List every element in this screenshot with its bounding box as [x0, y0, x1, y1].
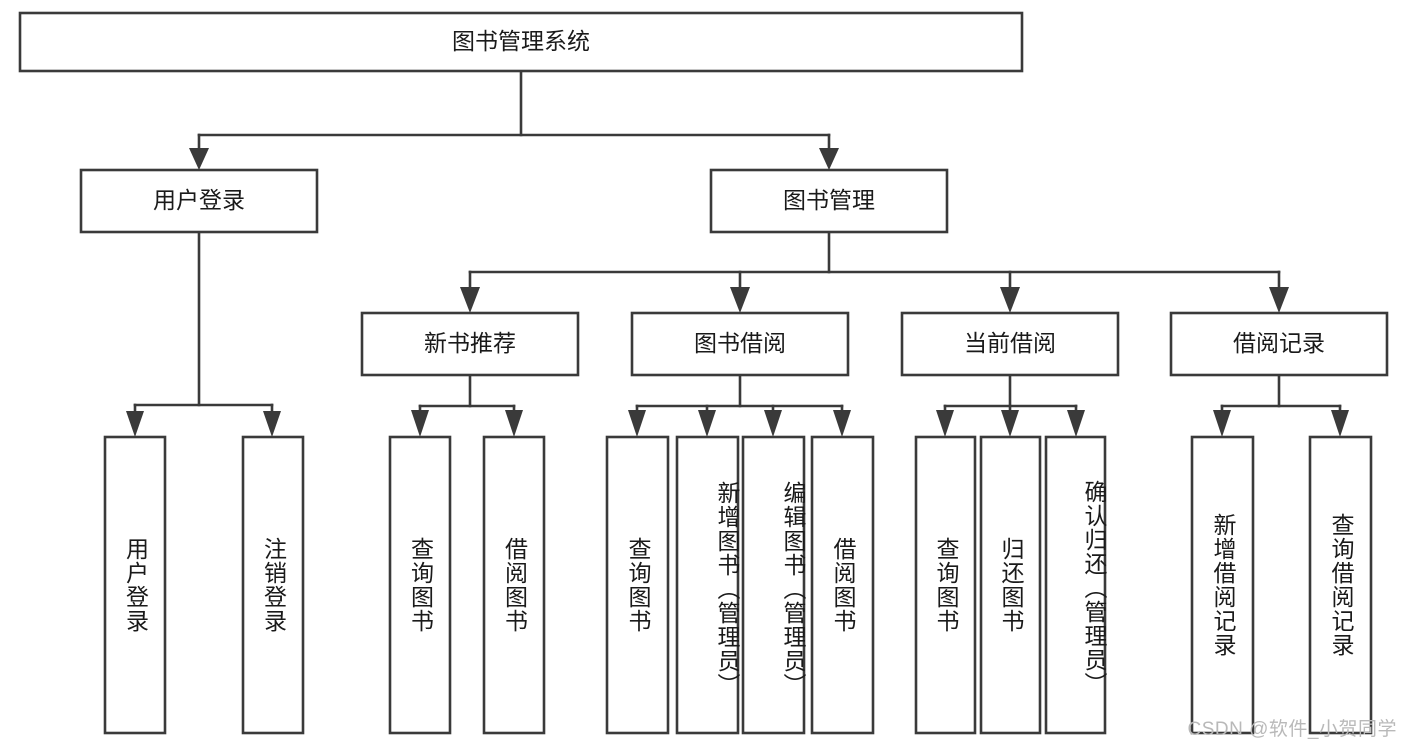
arrowhead-book-manage	[819, 148, 839, 170]
node-leaf-query-book-borrow-box[interactable]	[605, 435, 670, 735]
node-leaf-user-login-box[interactable]	[103, 435, 167, 735]
node-root[interactable]: 图书管理系统	[18, 11, 1024, 73]
connector-group-borrow-record	[1213, 373, 1349, 437]
node-book-manage-label: 图书管理	[783, 187, 875, 213]
node-new-book-recommend-box	[360, 311, 580, 377]
node-leaf-borrow-book-new-box[interactable]	[482, 435, 546, 735]
node-new-book-recommend-label: 新书推荐	[424, 330, 516, 356]
node-book-borrow[interactable]: 图书借阅	[630, 311, 850, 377]
node-book-manage[interactable]: 图书管理	[709, 168, 949, 234]
arrowhead-user-login	[189, 148, 209, 170]
node-leaf-logout-box[interactable]	[241, 435, 305, 735]
node-borrow-record[interactable]: 借阅记录	[1169, 311, 1389, 377]
arrowhead-book-borrow	[730, 287, 750, 313]
arrowhead-leaf-query-book-current	[936, 410, 954, 437]
arrowhead-leaf-user-login	[126, 411, 144, 437]
node-leaf-query-book-new-box[interactable]	[388, 435, 452, 735]
node-user-login-box	[79, 168, 319, 234]
connector-group-user-login	[126, 230, 281, 437]
arrowhead-leaf-return-book	[1001, 410, 1019, 437]
node-book-borrow-box	[630, 311, 850, 377]
arrowhead-current-borrow	[1000, 287, 1020, 313]
node-current-borrow-label: 当前借阅	[964, 330, 1056, 356]
node-current-borrow[interactable]: 当前借阅	[900, 311, 1120, 377]
arrowhead-leaf-borrow-book-new	[505, 410, 523, 437]
arrowhead-leaf-add-book	[698, 410, 716, 437]
node-current-borrow-box	[900, 311, 1120, 377]
arrowhead-leaf-query-book-new	[411, 410, 429, 437]
arrowhead-borrow-record	[1269, 287, 1289, 313]
node-borrow-record-label: 借阅记录	[1233, 330, 1325, 356]
node-leaf-add-book-box[interactable]	[675, 435, 740, 735]
node-borrow-record-box	[1169, 311, 1389, 377]
node-book-borrow-label: 图书借阅	[694, 330, 786, 356]
node-leaf-confirm-return-box[interactable]	[1044, 435, 1107, 735]
node-book-manage-box	[709, 168, 949, 234]
arrowhead-leaf-borrow-book	[833, 410, 851, 437]
node-leaf-query-record-box[interactable]	[1308, 435, 1373, 735]
arrowhead-leaf-confirm-return	[1067, 410, 1085, 437]
node-leaf-borrow-book-box[interactable]	[810, 435, 875, 735]
arrowhead-leaf-logout	[263, 411, 281, 437]
node-leaf-return-book-box[interactable]	[979, 435, 1042, 735]
csdn-watermark: CSDN @软件_小贺同学	[1187, 719, 1397, 740]
arrowhead-leaf-edit-book	[764, 410, 782, 437]
connector-group-book-borrow	[628, 373, 851, 437]
node-leaf-query-book-current-box[interactable]	[914, 435, 977, 735]
node-leaf-edit-book-box[interactable]	[741, 435, 806, 735]
node-root-label: 图书管理系统	[452, 28, 590, 54]
arrowhead-leaf-query-record	[1331, 410, 1349, 437]
connector-group-new-book-recommend	[411, 373, 523, 437]
connector-group-current-borrow	[936, 373, 1085, 437]
node-user-login-label: 用户登录	[153, 187, 245, 213]
connector-group-root	[189, 69, 839, 170]
node-root-box	[18, 11, 1024, 73]
arrowhead-new-book-recommend	[460, 287, 480, 313]
arrowhead-leaf-add-record	[1213, 410, 1231, 437]
connector-group-book-manage	[460, 230, 1289, 313]
node-leaf-add-record-box[interactable]	[1190, 435, 1255, 735]
node-user-login[interactable]: 用户登录	[79, 168, 319, 234]
arrowhead-leaf-query-book-borrow	[628, 410, 646, 437]
leaf-boxes	[103, 435, 1373, 735]
node-new-book-recommend[interactable]: 新书推荐	[360, 311, 580, 377]
